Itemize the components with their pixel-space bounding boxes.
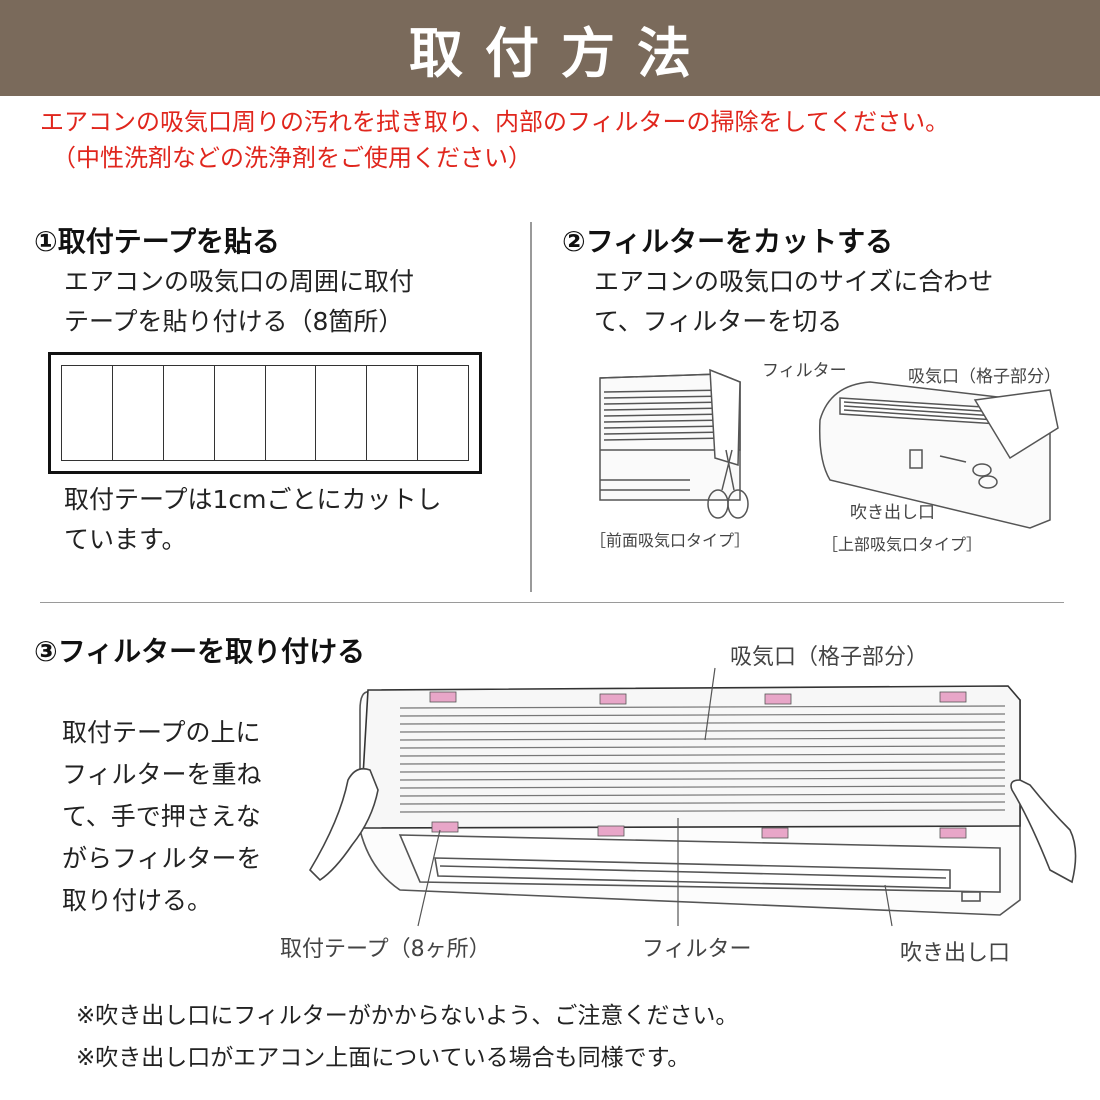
tape-piece [761, 827, 789, 839]
vertical-divider [530, 222, 532, 592]
tape-note-line-2: ています。 [64, 525, 187, 554]
step2-description: エアコンの吸気口のサイズに合わせ て、フィルターを切る [594, 262, 1074, 342]
caution-note-1: ※吹き出し口にフィルターがかからないよう、ご注意ください。 [76, 1003, 739, 1029]
top-outlet-label: 吹き出し口 [850, 503, 935, 523]
tape-piece [429, 691, 457, 703]
top-intake-unit-drawing [818, 381, 1059, 529]
attach-filter-illustration: 吸気口（格子部分） 取付テープ（8ヶ所） フィルター 吹き出し口 [280, 645, 1077, 966]
step1-description: エアコンの吸気口の周囲に取付 テープを貼り付ける（8箇所） [64, 262, 524, 342]
mounting-tapes [429, 691, 967, 839]
cut-filter-illustration: ［前面吸気口タイプ］ フィルター 吸気口（格子部分） 吹き出し口 ［上部吸気口タ… [590, 361, 1061, 554]
horizontal-divider [40, 602, 1064, 603]
tape-piece [599, 693, 627, 705]
step3-description: 取付テープの上に フィルターを重ね て、手で押さえな がらフィルターを 取り付け… [62, 712, 322, 922]
step3-desc-line-4: がらフィルターを [62, 844, 262, 873]
notice-line-1: エアコンの吸気口周りの汚れを拭き取り、内部のフィルターの掃除をしてください。 [40, 108, 950, 136]
front-intake-caption: ［前面吸気口タイプ］ [590, 531, 750, 550]
hands-drawing [308, 767, 1077, 884]
step1-desc-line-2: テープを貼り付ける（8箇所） [64, 307, 404, 336]
tape-piece [939, 691, 967, 703]
front-intake-unit-drawing [599, 368, 749, 519]
cleaning-notice: エアコンの吸気口周りの汚れを拭き取り、内部のフィルターの掃除をしてください。 （… [40, 104, 1080, 176]
step3-outlet-label: 吹き出し口 [900, 941, 1010, 966]
top-intake-caption: ［上部吸気口タイプ］ [822, 535, 982, 554]
leader-lines [417, 667, 893, 927]
tape-segment [266, 366, 317, 460]
step2-title: ②フィルターをカットする [562, 225, 894, 258]
tape-segment [367, 366, 419, 460]
tape-diagram [48, 352, 482, 474]
page-header: 取付方法 [0, 0, 1100, 96]
step3-desc-line-3: て、手で押さえな [62, 802, 261, 831]
step3-desc-line-5: 取り付ける。 [62, 886, 213, 915]
tape-segment [418, 366, 468, 460]
step2-desc-line-2: て、フィルターを切る [594, 307, 843, 336]
step3-intake-label: 吸気口（格子部分） [730, 645, 928, 670]
tape-note-line-1: 取付テープは1cmごとにカットし [64, 485, 442, 514]
step3-tape-label: 取付テープ（8ヶ所） [280, 937, 491, 962]
tape-note: 取付テープは1cmごとにカットし ています。 [64, 480, 524, 560]
page-title: 取付方法 [409, 21, 713, 85]
notice-line-2: （中性洗剤などの洗浄剤をご使用ください） [52, 144, 532, 172]
tape-strip [61, 365, 469, 461]
tape-segment [62, 366, 113, 460]
step1-desc-line-1: エアコンの吸気口の周囲に取付 [64, 267, 415, 296]
top-filter-label: フィルター [762, 361, 847, 381]
tape-segment [164, 366, 215, 460]
filter-sheet-drawing [359, 685, 1021, 829]
tape-segment [113, 366, 164, 460]
tape-piece [764, 693, 792, 705]
step1-title: ①取付テープを貼る [34, 225, 281, 258]
tape-segment [215, 366, 266, 460]
step3-title: ③フィルターを取り付ける [34, 635, 366, 668]
tape-segment [316, 366, 368, 460]
caution-note-2: ※吹き出し口がエアコン上面についている場合も同様です。 [76, 1045, 691, 1071]
tape-piece [597, 825, 625, 837]
tape-piece [939, 827, 967, 839]
step2-desc-line-1: エアコンの吸気口のサイズに合わせ [594, 267, 994, 296]
step3-desc-line-1: 取付テープの上に [62, 718, 261, 747]
tape-piece [431, 821, 459, 833]
step3-filter-label: フィルター [642, 937, 752, 962]
step3-desc-line-2: フィルターを重ね [62, 760, 262, 789]
top-intake-label: 吸気口（格子部分） [908, 367, 1061, 387]
